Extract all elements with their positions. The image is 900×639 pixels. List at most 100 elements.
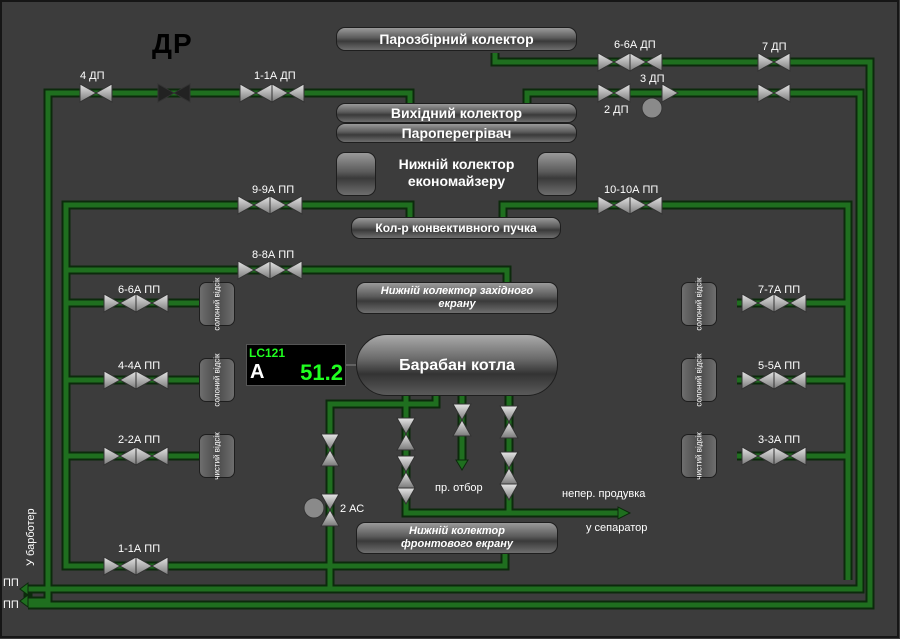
valve-half-icon[interactable]	[320, 493, 340, 512]
boiler-drum[interactable]: Барабан котла	[356, 334, 558, 396]
valve-half-icon[interactable]	[452, 418, 472, 437]
valve-half-icon[interactable]	[756, 446, 775, 466]
clean-compartment-label: чистий відсік	[212, 432, 222, 480]
valve-half-icon[interactable]	[773, 370, 792, 390]
valve-half-icon[interactable]	[157, 83, 176, 103]
valve-half-icon[interactable]	[150, 293, 169, 313]
valve-half-icon[interactable]	[452, 403, 472, 422]
valve-half-icon[interactable]	[118, 370, 137, 390]
front-screen-label-2: фронтового екрану	[401, 538, 513, 550]
valve-half-icon[interactable]	[612, 83, 631, 103]
salt-compartment-3[interactable]: солоний відсік	[681, 277, 717, 331]
valve-half-icon[interactable]	[772, 52, 791, 72]
valve-half-icon[interactable]	[150, 556, 169, 576]
level-controller-lc121[interactable]: LC121 A 51.2	[246, 344, 346, 386]
valve-half-icon[interactable]	[252, 195, 271, 215]
valve-half-icon[interactable]	[135, 446, 154, 466]
valve-half-icon[interactable]	[103, 293, 122, 313]
steam-collector[interactable]: Парозбірний колектор	[336, 27, 577, 51]
valve-half-icon[interactable]	[788, 293, 807, 313]
valve-half-icon[interactable]	[741, 370, 760, 390]
valve-half-icon[interactable]	[597, 83, 616, 103]
controller-tag: LC121	[249, 346, 286, 360]
valve-half-icon[interactable]	[237, 260, 256, 280]
valve-label-3dp: 3 ДП	[640, 73, 665, 85]
valve-half-icon[interactable]	[499, 466, 519, 485]
actuator-3dp-icon[interactable]	[641, 97, 663, 119]
valve-label-3-3app: 3-3А ПП	[758, 434, 801, 446]
controller-mode: A	[250, 361, 265, 383]
convective-collector[interactable]: Кол-р конвективного пучка	[351, 217, 561, 239]
clean-compartment-2[interactable]: чистий відсік	[681, 432, 717, 480]
valve-half-icon[interactable]	[741, 446, 760, 466]
valve-half-icon[interactable]	[661, 83, 680, 103]
actuator-2as-icon[interactable]	[303, 497, 325, 519]
valve-half-icon[interactable]	[612, 52, 631, 72]
valve-half-icon[interactable]	[118, 293, 137, 313]
valve-half-icon[interactable]	[396, 417, 416, 436]
valve-half-icon[interactable]	[79, 83, 98, 103]
valve-half-icon[interactable]	[135, 556, 154, 576]
valve-half-icon[interactable]	[135, 293, 154, 313]
valve-half-icon[interactable]	[757, 83, 776, 103]
valve-half-icon[interactable]	[788, 370, 807, 390]
valve-half-icon[interactable]	[396, 455, 416, 474]
valve-half-icon[interactable]	[284, 195, 303, 215]
valve-half-icon[interactable]	[629, 52, 648, 72]
valve-half-icon[interactable]	[118, 446, 137, 466]
valve-half-icon[interactable]	[320, 508, 340, 527]
valve-half-icon[interactable]	[597, 195, 616, 215]
valve-half-icon[interactable]	[396, 432, 416, 451]
valve-half-icon[interactable]	[612, 195, 631, 215]
valve-half-icon[interactable]	[320, 433, 340, 452]
valve-half-icon[interactable]	[135, 370, 154, 390]
valve-half-icon[interactable]	[271, 83, 290, 103]
salt-compartment-4[interactable]: солоний відсік	[681, 353, 717, 407]
valve-label-1-1app: 1-1А ПП	[118, 543, 161, 555]
arrow-left-icon	[19, 582, 29, 596]
valve-half-icon[interactable]	[757, 52, 776, 72]
valve-half-icon[interactable]	[150, 446, 169, 466]
valve-half-icon[interactable]	[284, 260, 303, 280]
salt-compartment-1[interactable]: солоний відсік	[199, 277, 235, 331]
valve-half-icon[interactable]	[286, 83, 305, 103]
valve-half-icon[interactable]	[773, 293, 792, 313]
valve-half-icon[interactable]	[252, 260, 271, 280]
valve-half-icon[interactable]	[94, 83, 113, 103]
valve-half-icon[interactable]	[499, 483, 519, 502]
valve-half-icon[interactable]	[396, 470, 416, 489]
valve-half-icon[interactable]	[772, 83, 791, 103]
outlet-collector[interactable]: Вихідний колектор	[336, 103, 577, 123]
valve-half-icon[interactable]	[629, 195, 648, 215]
superheater[interactable]: Пароперегрівач	[336, 123, 577, 143]
valve-half-icon[interactable]	[741, 293, 760, 313]
valve-half-icon[interactable]	[320, 448, 340, 467]
valve-half-icon[interactable]	[499, 420, 519, 439]
valve-half-icon[interactable]	[269, 260, 288, 280]
clean-compartment-1[interactable]: чистий відсік	[199, 432, 235, 480]
valve-half-icon[interactable]	[237, 195, 256, 215]
valve-half-icon[interactable]	[396, 487, 416, 506]
valve-half-icon[interactable]	[103, 556, 122, 576]
valve-half-icon[interactable]	[756, 293, 775, 313]
valve-half-icon[interactable]	[269, 195, 288, 215]
valve-half-icon[interactable]	[103, 446, 122, 466]
valve-half-icon[interactable]	[499, 451, 519, 470]
valve-half-icon[interactable]	[172, 83, 191, 103]
valve-half-icon[interactable]	[597, 52, 616, 72]
valve-half-icon[interactable]	[788, 446, 807, 466]
salt-compartment-2[interactable]: солоний відсік	[199, 353, 235, 407]
valve-half-icon[interactable]	[239, 83, 258, 103]
valve-half-icon[interactable]	[103, 370, 122, 390]
valve-half-icon[interactable]	[756, 370, 775, 390]
valve-half-icon[interactable]	[644, 52, 663, 72]
valve-half-icon[interactable]	[118, 556, 137, 576]
valve-half-icon[interactable]	[150, 370, 169, 390]
valve-half-icon[interactable]	[773, 446, 792, 466]
valve-half-icon[interactable]	[499, 405, 519, 424]
valve-half-icon[interactable]	[254, 83, 273, 103]
valve-half-icon[interactable]	[644, 195, 663, 215]
